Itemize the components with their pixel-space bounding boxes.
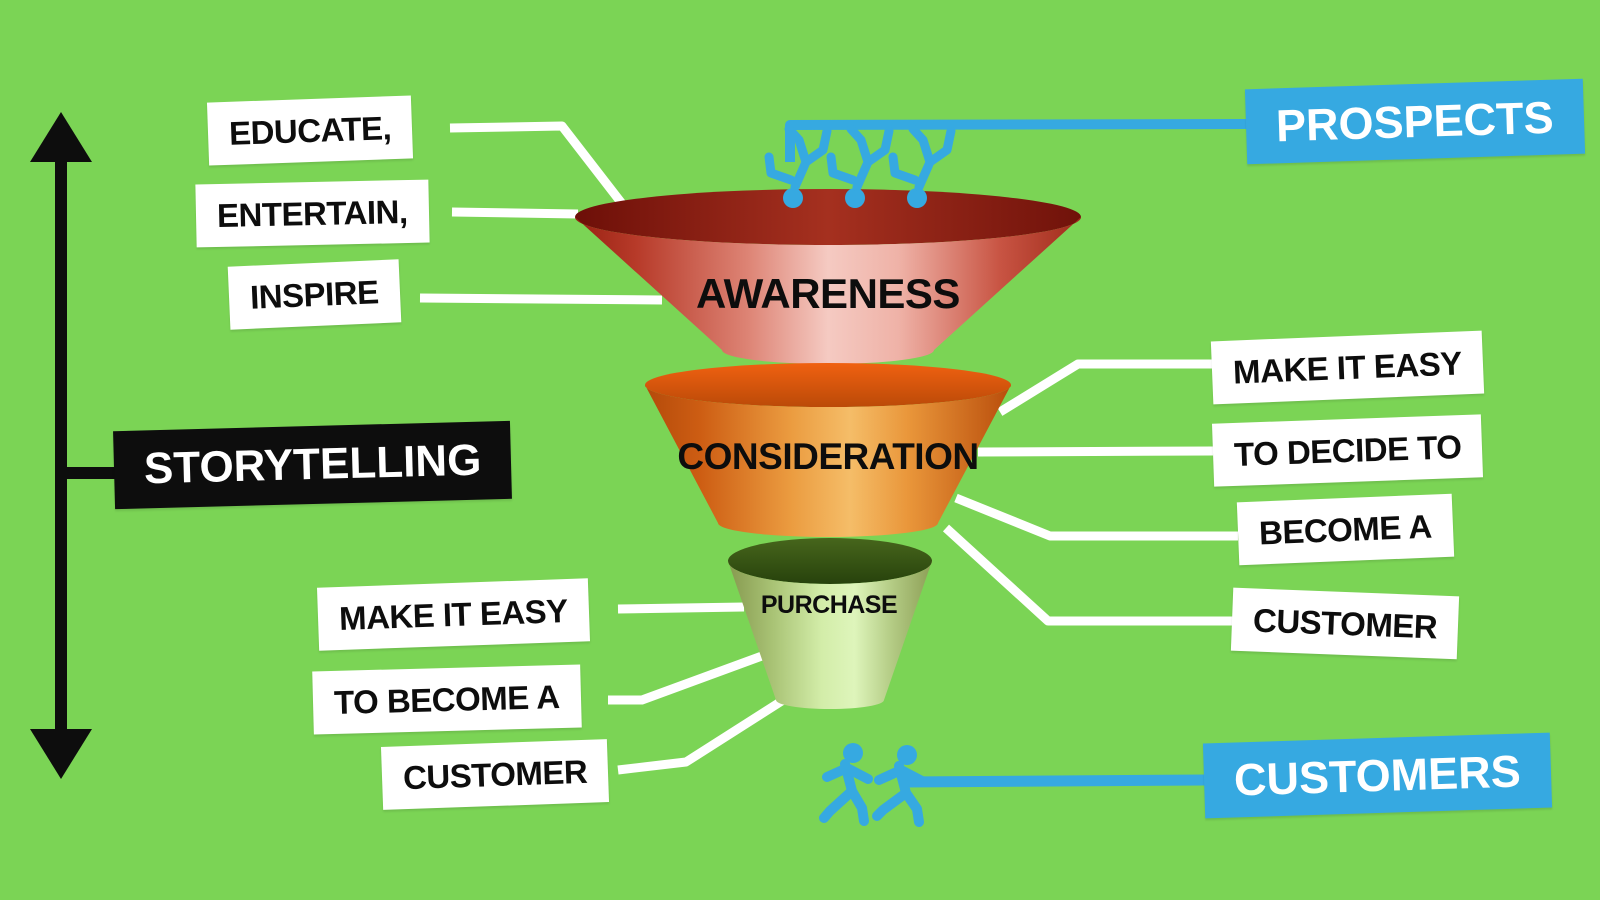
- running-person: [872, 745, 927, 827]
- running-people-icon: [819, 743, 927, 827]
- label-make-it-easy-left: MAKE IT EASY: [316, 578, 590, 651]
- falling-people-icon: [764, 124, 956, 208]
- funnel-stage-consideration-shape: [645, 363, 1011, 537]
- running-person: [819, 743, 873, 826]
- label-prospects: PROSPECTS: [1244, 78, 1585, 165]
- connector-make-it-easy-left: [617, 602, 745, 614]
- label-make-it-easy-right: MAKE IT EASY: [1210, 330, 1484, 405]
- funnel-stage-awareness-shape: [575, 189, 1081, 364]
- funnel-stage-purchase-shape: [728, 538, 932, 709]
- connector-to-become-a: [608, 651, 764, 705]
- falling-person: [888, 124, 956, 208]
- connector-make-it-easy-right: [997, 359, 1212, 416]
- label-customer-left: CUSTOMER: [380, 739, 610, 810]
- connector-inspire: [419, 293, 663, 305]
- connector-customer-left: [617, 693, 791, 775]
- connector-entertain: [451, 207, 579, 219]
- falling-person: [826, 124, 894, 208]
- falling-person: [764, 124, 832, 208]
- label-storytelling: STORYTELLING: [113, 420, 513, 510]
- connector-lines: [419, 121, 1238, 775]
- label-educate: EDUCATE,: [206, 95, 414, 166]
- connector-educate: [449, 121, 634, 217]
- connector-customer-right: [942, 524, 1236, 626]
- customers-line: [904, 774, 1206, 788]
- label-inspire: INSPIRE: [227, 259, 401, 330]
- label-customer-right: CUSTOMER: [1230, 587, 1460, 660]
- funnel-stage-purchase-label: PURCHASE: [760, 591, 898, 619]
- connector-become-a: [954, 493, 1238, 541]
- up-down-arrow-icon: [30, 112, 118, 779]
- connector-to-decide-to: [977, 446, 1214, 457]
- label-customers: CUSTOMERS: [1202, 732, 1552, 819]
- label-entertain: ENTERTAIN,: [195, 179, 430, 248]
- label-to-become-a: TO BECOME A: [312, 664, 582, 735]
- funnel-stage-consideration-label: CONSIDERATION: [677, 436, 979, 477]
- funnel-stage-awareness-label: AWARENESS: [696, 270, 960, 317]
- label-to-decide-to: TO DECIDE TO: [1211, 414, 1484, 487]
- label-become-a: BECOME A: [1236, 493, 1454, 566]
